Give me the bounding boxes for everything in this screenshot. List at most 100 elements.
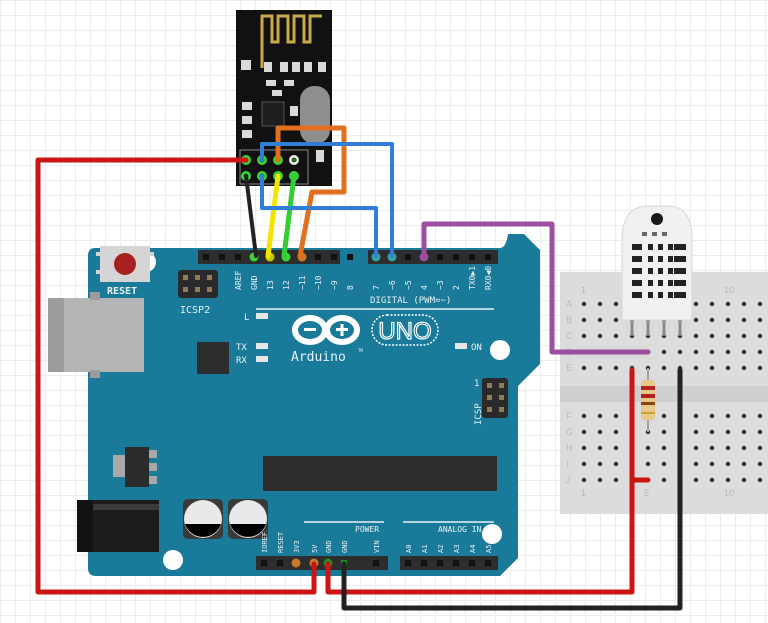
breadboard-hole[interactable] bbox=[661, 349, 667, 355]
breadboard-hole[interactable] bbox=[597, 301, 603, 307]
breadboard-hole[interactable] bbox=[757, 317, 763, 323]
wire-sck-pin13[interactable] bbox=[265, 173, 281, 259]
breadboard-hole[interactable] bbox=[613, 477, 619, 483]
wire-data-pin4[interactable] bbox=[421, 221, 651, 355]
breadboard-hole[interactable] bbox=[693, 413, 699, 419]
breadboard-hole[interactable] bbox=[725, 477, 731, 483]
analog-pin-A0[interactable] bbox=[405, 560, 411, 566]
breadboard-hole[interactable] bbox=[645, 461, 651, 467]
power-pin-IOREF[interactable] bbox=[261, 560, 267, 566]
digital-pin-AREF[interactable] bbox=[235, 254, 241, 260]
breadboard-hole[interactable] bbox=[597, 461, 603, 467]
analog-pin-A4[interactable] bbox=[469, 560, 475, 566]
breadboard-hole[interactable] bbox=[661, 461, 667, 467]
breadboard-hole[interactable] bbox=[757, 349, 763, 355]
breadboard-hole[interactable] bbox=[613, 317, 619, 323]
digital-pin-TX0▶1[interactable] bbox=[469, 254, 475, 260]
breadboard-hole[interactable] bbox=[581, 445, 587, 451]
breadboard-hole[interactable] bbox=[597, 333, 603, 339]
breadboard-hole[interactable] bbox=[757, 461, 763, 467]
breadboard-hole[interactable] bbox=[757, 429, 763, 435]
breadboard-hole[interactable] bbox=[581, 317, 587, 323]
breadboard-hole[interactable] bbox=[709, 301, 715, 307]
breadboard-hole[interactable] bbox=[613, 413, 619, 419]
breadboard-hole[interactable] bbox=[693, 333, 699, 339]
breadboard-hole[interactable] bbox=[741, 429, 747, 435]
breadboard-hole[interactable] bbox=[597, 413, 603, 419]
breadboard-hole[interactable] bbox=[597, 317, 603, 323]
breadboard-hole[interactable] bbox=[693, 429, 699, 435]
breadboard-hole[interactable] bbox=[613, 429, 619, 435]
breadboard-hole[interactable] bbox=[581, 365, 587, 371]
breadboard-hole[interactable] bbox=[613, 333, 619, 339]
breadboard-hole[interactable] bbox=[757, 445, 763, 451]
breadboard-hole[interactable] bbox=[581, 429, 587, 435]
breadboard-hole[interactable] bbox=[741, 477, 747, 483]
breadboard-hole[interactable] bbox=[709, 461, 715, 467]
breadboard-hole[interactable] bbox=[709, 349, 715, 355]
digital-pin-~10[interactable] bbox=[315, 254, 321, 260]
breadboard-hole[interactable] bbox=[661, 365, 667, 371]
wire-gnd-to-breadboard[interactable] bbox=[341, 367, 683, 611]
breadboard-hole[interactable] bbox=[725, 333, 731, 339]
breadboard-hole[interactable] bbox=[757, 365, 763, 371]
power-pin-RESET[interactable] bbox=[277, 560, 283, 566]
breadboard-hole[interactable] bbox=[645, 445, 651, 451]
breadboard-hole[interactable] bbox=[725, 445, 731, 451]
analog-pin-A3[interactable] bbox=[453, 560, 459, 566]
breadboard-hole[interactable] bbox=[693, 365, 699, 371]
digital-pin-~9[interactable] bbox=[331, 254, 337, 260]
digital-header-pin[interactable] bbox=[219, 254, 225, 260]
breadboard-hole[interactable] bbox=[709, 429, 715, 435]
breadboard-hole[interactable] bbox=[693, 461, 699, 467]
breadboard-hole[interactable] bbox=[613, 461, 619, 467]
power-pin-3V3[interactable] bbox=[291, 558, 301, 568]
breadboard-hole[interactable] bbox=[725, 461, 731, 467]
breadboard-hole[interactable] bbox=[725, 429, 731, 435]
analog-pin-A2[interactable] bbox=[437, 560, 443, 566]
dht-sensor[interactable] bbox=[621, 205, 693, 336]
power-pin-VIN[interactable] bbox=[373, 560, 379, 566]
breadboard-hole[interactable] bbox=[741, 445, 747, 451]
breadboard-hole[interactable] bbox=[661, 477, 667, 483]
breadboard-hole[interactable] bbox=[741, 413, 747, 419]
wire-mosi-pin11[interactable] bbox=[275, 125, 347, 259]
breadboard-hole[interactable] bbox=[757, 333, 763, 339]
digital-pin-2[interactable] bbox=[453, 254, 459, 260]
breadboard-hole[interactable] bbox=[725, 413, 731, 419]
breadboard-hole[interactable] bbox=[725, 349, 731, 355]
breadboard-hole[interactable] bbox=[709, 477, 715, 483]
analog-pin-A1[interactable] bbox=[421, 560, 427, 566]
wire-csn-pin6[interactable] bbox=[260, 142, 394, 258]
breadboard-hole[interactable] bbox=[581, 413, 587, 419]
digital-pin-~5[interactable] bbox=[405, 254, 411, 260]
nrf24l01-module[interactable] bbox=[236, 10, 332, 186]
reset-button[interactable] bbox=[96, 246, 154, 282]
breadboard-hole[interactable] bbox=[757, 413, 763, 419]
breadboard-hole[interactable] bbox=[581, 301, 587, 307]
breadboard-hole[interactable] bbox=[581, 333, 587, 339]
breadboard-hole[interactable] bbox=[693, 445, 699, 451]
breadboard-hole[interactable] bbox=[725, 301, 731, 307]
breadboard-hole[interactable] bbox=[661, 429, 667, 435]
wire-miso-pin12[interactable] bbox=[281, 173, 297, 259]
breadboard-hole[interactable] bbox=[741, 333, 747, 339]
breadboard-hole[interactable] bbox=[613, 365, 619, 371]
breadboard-hole[interactable] bbox=[693, 317, 699, 323]
breadboard-hole[interactable] bbox=[613, 301, 619, 307]
digital-pin-RX0◀0[interactable] bbox=[485, 254, 491, 260]
breadboard-hole[interactable] bbox=[725, 365, 731, 371]
digital-header-pin[interactable] bbox=[203, 254, 209, 260]
breadboard-hole[interactable] bbox=[741, 317, 747, 323]
breadboard-hole[interactable] bbox=[677, 349, 683, 355]
breadboard-hole[interactable] bbox=[757, 301, 763, 307]
breadboard-hole[interactable] bbox=[741, 365, 747, 371]
wire-nrf-gnd[interactable] bbox=[244, 174, 258, 258]
breadboard-hole[interactable] bbox=[597, 477, 603, 483]
digital-pin-~3[interactable] bbox=[437, 254, 443, 260]
breadboard-hole[interactable] bbox=[741, 461, 747, 467]
wire-3v3-to-nrf-vcc[interactable] bbox=[35, 157, 317, 595]
breadboard-hole[interactable] bbox=[693, 477, 699, 483]
breadboard-hole[interactable] bbox=[661, 445, 667, 451]
